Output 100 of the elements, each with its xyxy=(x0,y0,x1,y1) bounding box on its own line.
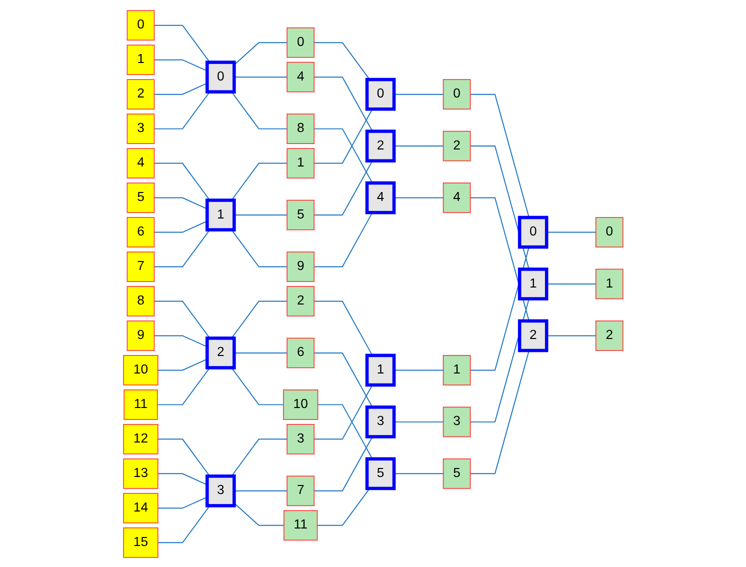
node-box: 9 xyxy=(286,251,314,282)
connector xyxy=(230,438,288,476)
connector xyxy=(233,76,288,78)
connector xyxy=(157,438,210,476)
node-box: 0 xyxy=(365,77,396,110)
connector xyxy=(154,90,210,129)
node-box: 8 xyxy=(286,113,314,144)
connector xyxy=(313,352,373,408)
connector xyxy=(230,228,288,267)
connector xyxy=(233,214,288,216)
node-box: 7 xyxy=(126,251,154,282)
node-box: 0 xyxy=(595,216,624,247)
node-box: 11 xyxy=(123,389,158,420)
connector xyxy=(230,366,284,405)
connector xyxy=(154,228,210,267)
connector xyxy=(313,108,373,164)
node-box: 11 xyxy=(283,510,318,540)
connector xyxy=(154,300,210,338)
connector xyxy=(230,162,288,200)
node-box: 7 xyxy=(286,475,314,506)
node-box: 0 xyxy=(126,10,154,40)
connector xyxy=(313,42,370,80)
connector xyxy=(154,220,208,232)
node-box: 3 xyxy=(365,405,396,438)
connector xyxy=(546,334,596,336)
node-box: 0 xyxy=(442,78,470,109)
node-box: 0 xyxy=(205,60,236,93)
connector xyxy=(233,352,288,353)
node-box: 1 xyxy=(365,353,396,386)
connector xyxy=(313,160,373,216)
node-box: 6 xyxy=(286,337,314,368)
node-box: 10 xyxy=(282,389,318,420)
connector xyxy=(230,90,288,129)
connector xyxy=(233,490,288,491)
connector xyxy=(470,93,530,218)
connector xyxy=(154,196,208,209)
connector xyxy=(546,283,596,284)
node-box: 9 xyxy=(126,320,154,350)
node-box: 15 xyxy=(122,526,158,558)
node-box: 4 xyxy=(286,61,314,92)
node-box: 0 xyxy=(518,215,548,248)
node-box: 3 xyxy=(286,423,314,454)
connector xyxy=(316,487,370,526)
node-box: 2 xyxy=(205,336,236,369)
connector xyxy=(393,196,444,198)
connector xyxy=(393,93,444,94)
node-box: 0 xyxy=(286,26,314,58)
connector xyxy=(393,369,444,370)
node-box: 5 xyxy=(286,199,314,230)
node-box: 12 xyxy=(122,423,158,454)
connector xyxy=(157,496,208,508)
node-box: 2 xyxy=(518,318,548,352)
connector xyxy=(154,82,208,94)
node-box: 4 xyxy=(365,180,396,214)
node-box: 5 xyxy=(442,458,470,488)
connector xyxy=(393,420,444,422)
connector xyxy=(154,58,208,71)
connector xyxy=(313,212,373,267)
connector xyxy=(317,404,373,459)
connector xyxy=(470,246,530,370)
node-box: 4 xyxy=(442,182,470,212)
node-box: 14 xyxy=(122,492,158,523)
connector xyxy=(313,128,373,183)
node-box: 5 xyxy=(126,182,154,212)
node-box: 3 xyxy=(442,406,470,437)
connector xyxy=(230,300,288,338)
connector xyxy=(313,76,373,132)
node-box: 8 xyxy=(126,286,154,316)
node-box: 1 xyxy=(442,354,470,385)
node-box: 2 xyxy=(365,129,396,162)
connector xyxy=(154,334,208,347)
node-box: 1 xyxy=(126,44,154,75)
node-box: 3 xyxy=(126,113,154,144)
connector xyxy=(157,504,210,543)
connector xyxy=(393,145,444,146)
connector xyxy=(233,502,284,526)
node-box: 1 xyxy=(286,148,314,178)
connector xyxy=(233,42,288,65)
connector xyxy=(546,231,596,232)
connector xyxy=(393,472,444,474)
node-box: 2 xyxy=(442,130,470,161)
connector xyxy=(470,350,530,474)
connector xyxy=(154,24,210,62)
connector xyxy=(157,358,208,370)
node-box: 2 xyxy=(595,320,624,350)
node-box: 4 xyxy=(126,148,154,178)
connector xyxy=(157,472,208,485)
node-box: 13 xyxy=(122,458,158,488)
node-box: 2 xyxy=(126,78,154,109)
connector xyxy=(154,162,210,200)
node-box: 5 xyxy=(365,456,396,490)
connector xyxy=(313,436,373,491)
connector xyxy=(156,366,210,405)
connector xyxy=(313,300,373,356)
node-box: 6 xyxy=(126,216,154,247)
node-box: 1 xyxy=(595,268,624,299)
node-box: 1 xyxy=(518,267,548,300)
node-box: 1 xyxy=(205,198,236,231)
node-box: 10 xyxy=(122,354,158,385)
node-box: 2 xyxy=(286,286,314,316)
